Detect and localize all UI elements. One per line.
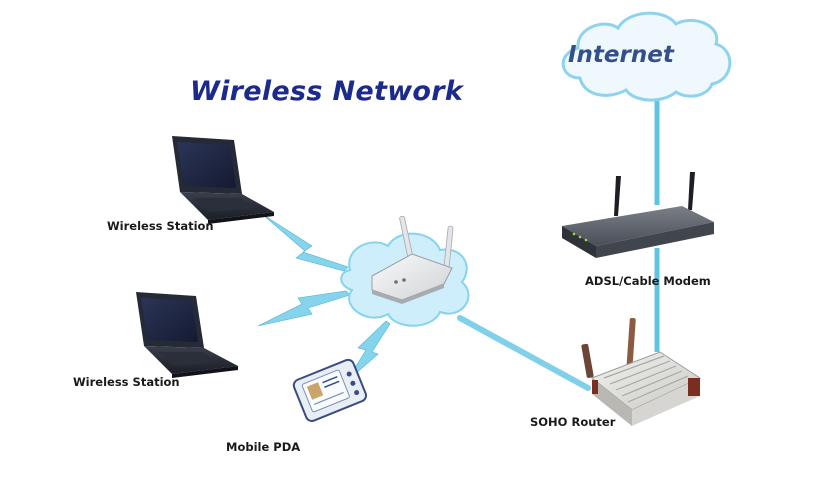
laptop-bottom-icon	[136, 292, 238, 378]
laptop-top-label: Wireless Station	[107, 219, 214, 233]
link-ap-router	[460, 318, 588, 388]
wireless-link-laptop-bottom	[258, 291, 350, 326]
modem-label: ADSL/Cable Modem	[585, 274, 711, 288]
modem-icon	[562, 172, 714, 258]
internet-cloud-label: Internet	[568, 42, 674, 68]
diagram-title: Wireless Network	[190, 76, 463, 107]
laptop-top-icon	[172, 136, 274, 224]
router-icon	[581, 318, 700, 426]
wireless-link-laptop-top	[262, 214, 348, 271]
laptop-bottom-label: Wireless Station	[73, 375, 180, 389]
pda-label: Mobile PDA	[226, 440, 300, 454]
router-label: SOHO Router	[530, 415, 615, 429]
